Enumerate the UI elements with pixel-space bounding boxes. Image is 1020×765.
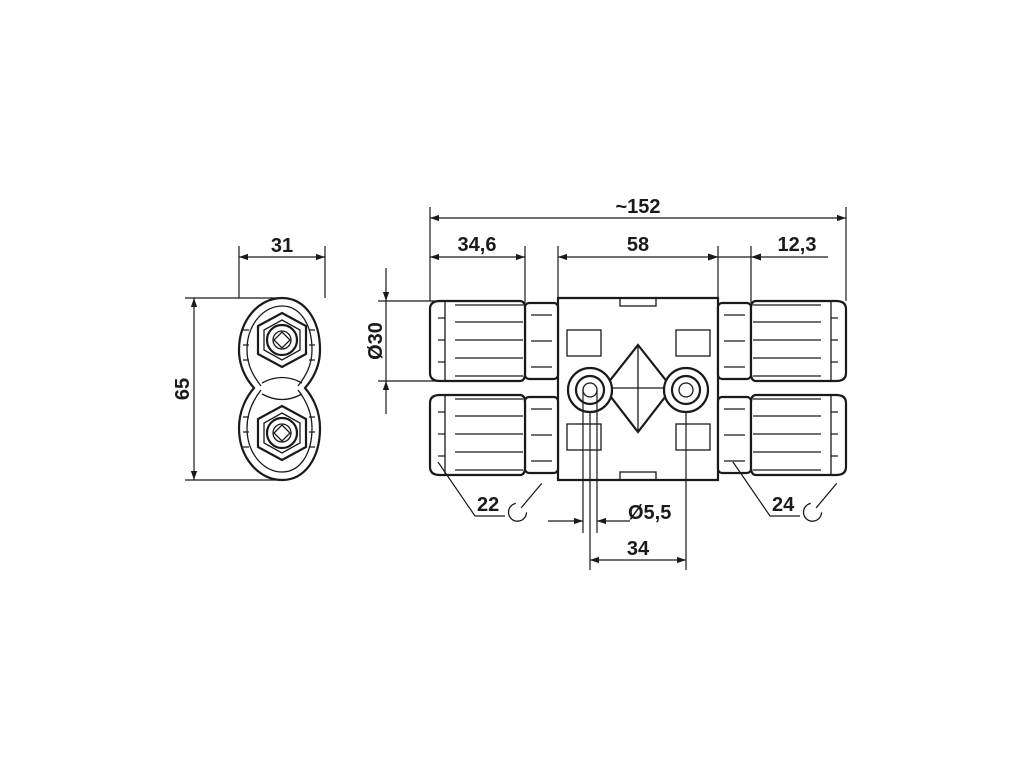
overall-length-label: ~152 [615, 196, 660, 218]
wrench-icon [507, 482, 543, 522]
upper-hex-nut [256, 311, 308, 369]
dim-diameter: Ø30 [365, 268, 445, 414]
dim-wrench-right: 24 [732, 461, 838, 522]
side-view [237, 296, 322, 482]
mounting-hole-right [662, 366, 710, 414]
hole-diameter-label: Ø5,5 [628, 502, 671, 524]
connector-bottom-left [428, 393, 527, 477]
dim-center-length: 58 [557, 234, 719, 298]
dim-overall-length: ~152 [429, 196, 847, 301]
center-length-label: 58 [627, 234, 649, 256]
dim-left-connector: 34,6 [430, 234, 526, 303]
mounting-hole-left [566, 366, 614, 414]
connector-bottom-right [749, 393, 848, 477]
dim-wrench-left: 22 [437, 461, 543, 522]
connector-top-left [428, 299, 527, 383]
front-view [428, 296, 848, 482]
dim-side-width: 31 [238, 235, 326, 298]
connector-top-right [749, 299, 848, 383]
dim-hole-spacing: 34 [589, 412, 687, 570]
wrench-right-label: 24 [772, 494, 795, 516]
left-connector-label: 34,6 [458, 234, 497, 256]
side-height-label: 65 [172, 378, 194, 400]
dim-side-height: 65 [172, 297, 282, 481]
wrench-icon [802, 482, 838, 522]
hole-spacing-label: 34 [627, 538, 650, 560]
right-offset-label: 12,3 [778, 234, 817, 256]
dim-right-offset: 12,3 [708, 234, 828, 303]
lower-hex-nut [256, 404, 308, 462]
diameter-label: Ø30 [365, 322, 387, 360]
wrench-left-label: 22 [477, 494, 499, 516]
side-width-label: 31 [271, 235, 293, 257]
dim-hole-diameter: Ø5,5 [548, 390, 671, 533]
